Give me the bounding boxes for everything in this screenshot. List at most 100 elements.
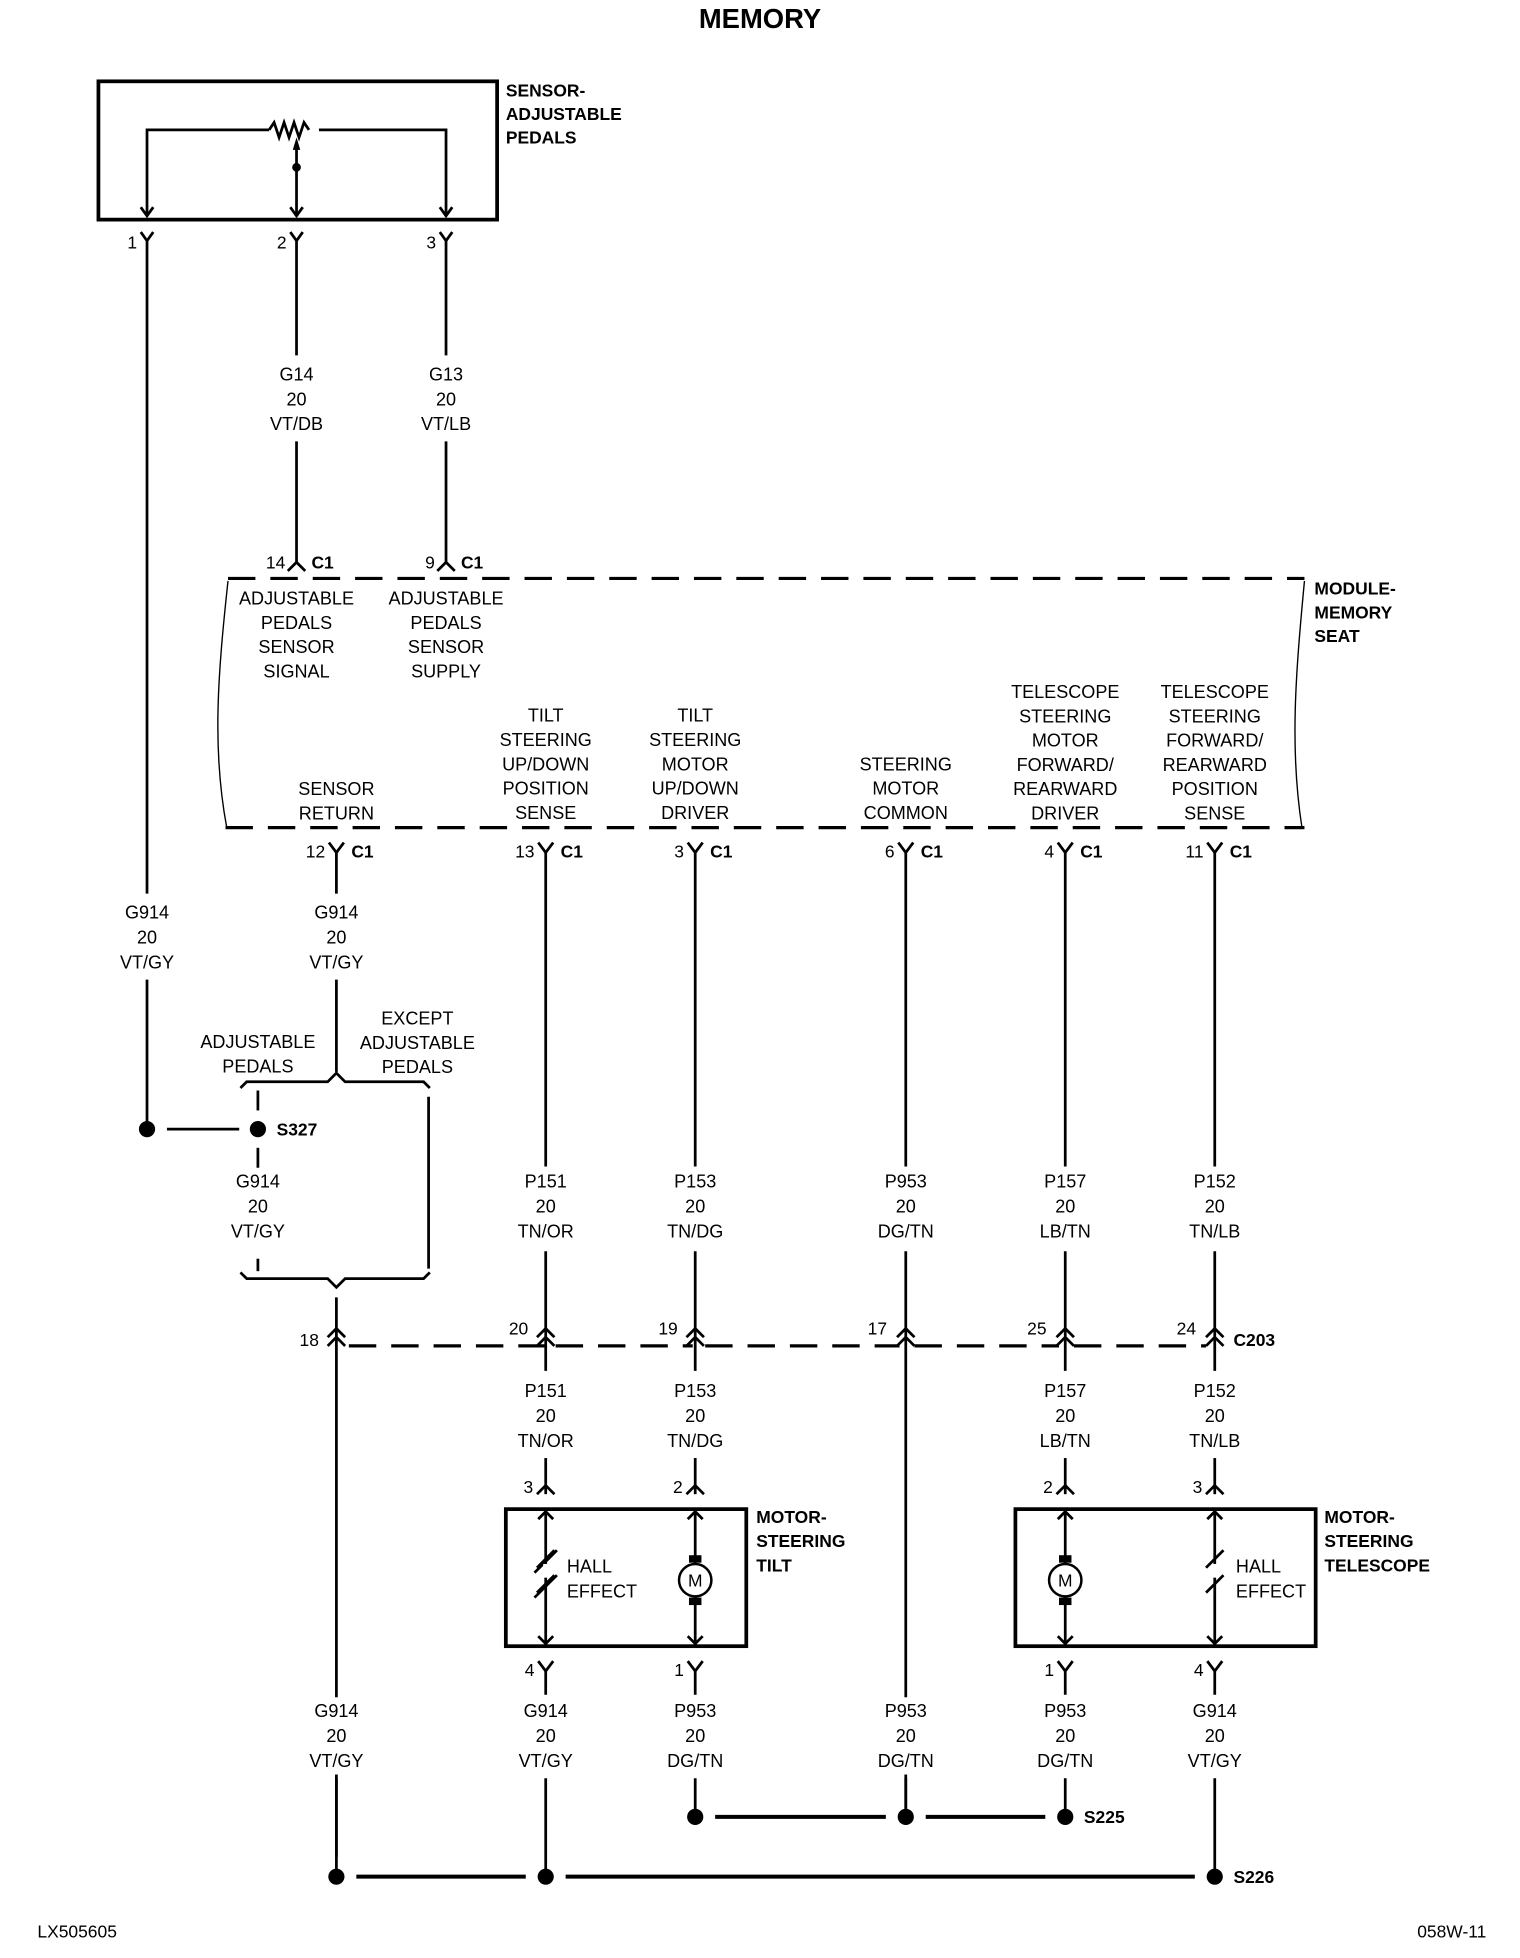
motor-tilt-box [503, 1507, 749, 1649]
pin-function: SENSOR [258, 637, 334, 657]
c1-bottom-pins: 12 C1 13 C1 3 C1 6 C1 4 C1 11 C1 [306, 842, 1253, 862]
circuit: P157 [1044, 1381, 1086, 1401]
motor-name: STEERING [756, 1531, 845, 1551]
circuit: G914 [524, 1701, 568, 1721]
pin-function: TILT [528, 706, 564, 726]
wire-color: VT/GY [1188, 1751, 1242, 1771]
module-pin: 4 [1044, 842, 1054, 862]
wire-color: VT/GY [231, 1222, 285, 1242]
option-label-adjustable: ADJUSTABLE [200, 1032, 315, 1052]
circuit: P151 [525, 1172, 567, 1192]
pin-function: REARWARD [1013, 779, 1117, 799]
pin-function: ADJUSTABLE [239, 589, 354, 609]
module-pin: 3 [674, 842, 684, 862]
wire-color: TN/DG [667, 1222, 723, 1242]
wire-color: VT/DB [270, 414, 323, 434]
module-pin: 9 [425, 552, 435, 572]
connector-id: C1 [1230, 842, 1253, 862]
motor-name: MOTOR- [756, 1507, 827, 1527]
circuit: G914 [125, 903, 169, 923]
connector-id: C1 [561, 842, 584, 862]
motor-symbol: M [1058, 1570, 1073, 1590]
hall-effect-icon [533, 1549, 558, 1599]
gauge: 20 [536, 1197, 556, 1217]
wire-color: TN/OR [518, 1431, 574, 1451]
connector-id: C1 [921, 842, 944, 862]
connector-id: C1 [351, 842, 374, 862]
potentiometer-icon [267, 118, 311, 142]
connector-id: C1 [710, 842, 733, 862]
sensor-box [96, 79, 499, 222]
gauge: 20 [1055, 1726, 1075, 1746]
motor-name: MOTOR- [1324, 1507, 1395, 1527]
module-name: MODULE- [1314, 579, 1396, 599]
connector-female-icon [1055, 1483, 1225, 1496]
pin-function: DRIVER [661, 803, 729, 823]
circuit: G914 [314, 1701, 358, 1721]
gauge: 20 [685, 1197, 705, 1217]
c203-pin: 25 [1027, 1319, 1046, 1339]
hall-label: EFFECT [1236, 1582, 1306, 1602]
gauge: 20 [1205, 1197, 1225, 1217]
page-title: MEMORY [699, 3, 821, 34]
gauge: 20 [326, 1726, 346, 1746]
motor-pin: 1 [674, 1660, 684, 1680]
connector-c203-pins-icon [326, 1326, 1225, 1347]
motor-name: TILT [756, 1555, 792, 1575]
c203-pin: 20 [509, 1319, 529, 1339]
footer-right-code: 058W-11 [1417, 1922, 1486, 1942]
sensor-name: ADJUSTABLE [506, 104, 622, 124]
pin-function: STEERING [860, 754, 952, 774]
gauge: 20 [248, 1197, 268, 1217]
sensor-pin: 1 [127, 232, 137, 252]
circuit: P153 [674, 1172, 716, 1192]
wire-color: TN/DG [667, 1431, 723, 1451]
connector-female-icon [286, 560, 456, 572]
motor-name: STEERING [1324, 1531, 1413, 1551]
module-pin: 12 [306, 842, 325, 862]
gauge: 20 [1055, 1197, 1075, 1217]
splice-name: S327 [277, 1119, 318, 1139]
wire-color: TN/OR [518, 1222, 574, 1242]
circuit: G13 [429, 364, 463, 384]
connector-id: C1 [311, 552, 334, 572]
circuit: G14 [279, 364, 313, 384]
splice-name: S226 [1233, 1867, 1274, 1887]
circuit: P953 [674, 1701, 716, 1721]
pin-function: TELESCOPE [1011, 682, 1119, 702]
option-label-except: PEDALS [382, 1057, 453, 1077]
connector-c203: 18 20 19 17 25 24 C203 [300, 1319, 1276, 1350]
pin-function: SENSE [515, 803, 576, 823]
sensor-name: PEDALS [506, 128, 577, 148]
gauge: 20 [536, 1726, 556, 1746]
splice-name: S225 [1084, 1807, 1125, 1827]
wire-color: VT/GY [309, 952, 363, 972]
circuit: P953 [885, 1172, 927, 1192]
wire-color: DG/TN [1037, 1751, 1093, 1771]
pin-function: PEDALS [410, 613, 481, 633]
c203-pin: 19 [658, 1319, 677, 1339]
gauge: 20 [896, 1726, 916, 1746]
